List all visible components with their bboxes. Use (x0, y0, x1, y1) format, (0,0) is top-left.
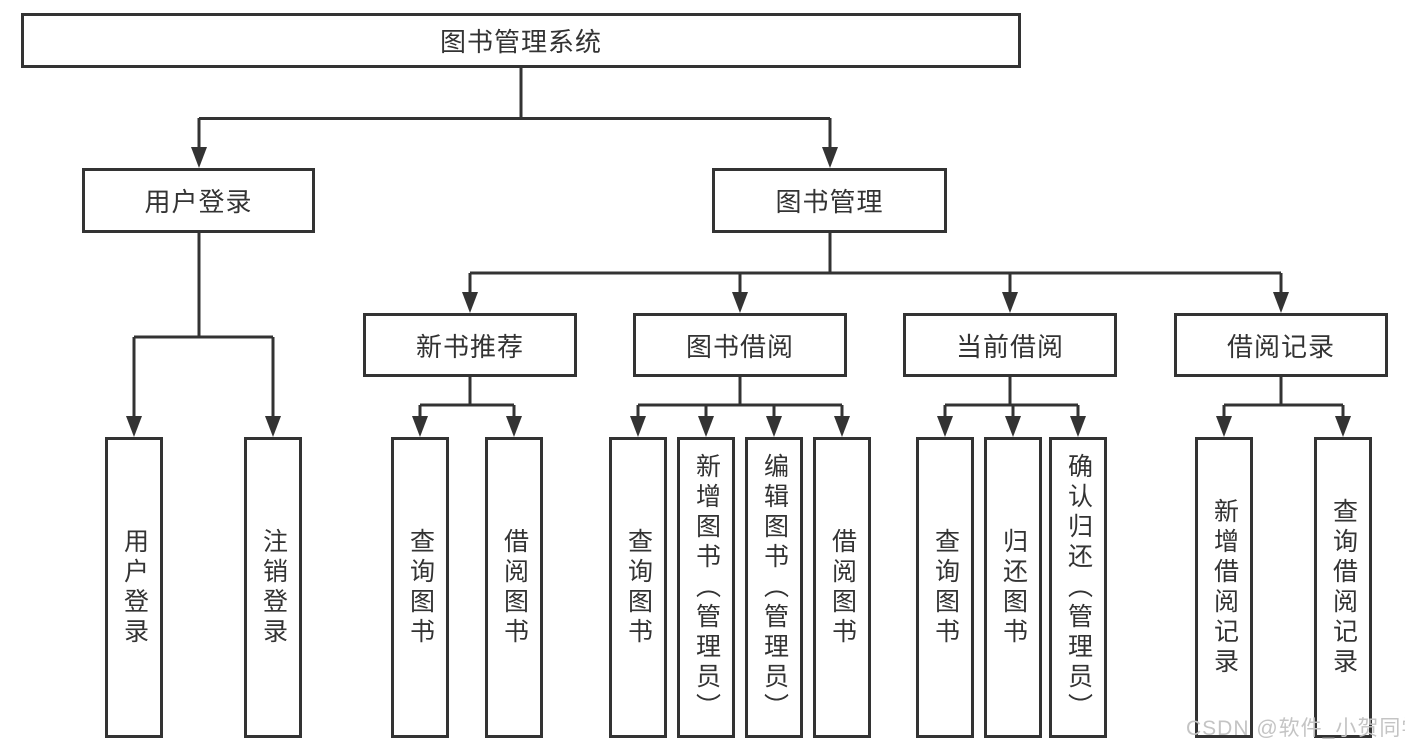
node-new-book-recommend: 新书推荐 (363, 313, 577, 377)
node-book-borrowing: 图书借阅 (633, 313, 847, 377)
node-borrow-records: 借阅记录 (1174, 313, 1388, 377)
leaf-current-confirm-return-admin: 确认归还（管理员） (1049, 437, 1107, 738)
leaf-recommend-query-books: 查询图书 (391, 437, 449, 738)
node-user-login: 用户登录 (82, 168, 315, 233)
leaf-recommend-query-books-label: 查询图书 (406, 527, 435, 648)
leaf-recommend-borrow-books-label: 借阅图书 (500, 527, 529, 648)
node-book-borrowing-label: 图书借阅 (685, 331, 794, 362)
leaf-user-login: 用户登录 (105, 437, 163, 738)
node-borrow-records-label: 借阅记录 (1226, 331, 1335, 362)
leaf-current-query-books: 查询图书 (916, 437, 974, 738)
leaf-borrowing-edit-books-admin: 编辑图书（管理员） (745, 437, 803, 738)
leaf-records-add-borrow-record: 新增借阅记录 (1195, 437, 1253, 738)
leaf-borrowing-borrow-books: 借阅图书 (813, 437, 871, 738)
leaf-borrowing-edit-books-admin-label: 编辑图书（管理员） (760, 452, 789, 723)
leaf-borrowing-borrow-books-label: 借阅图书 (828, 527, 857, 648)
node-current-borrowing: 当前借阅 (903, 313, 1117, 377)
leaf-borrowing-add-books-admin: 新增图书（管理员） (677, 437, 735, 738)
leaf-user-login-label: 用户登录 (120, 527, 149, 648)
leaf-borrowing-query-books: 查询图书 (609, 437, 667, 738)
node-root-label: 图书管理系统 (439, 27, 602, 57)
leaf-current-confirm-return-admin-label: 确认归还（管理员） (1064, 452, 1093, 723)
leaf-records-query-borrow-record-label: 查询借阅记录 (1329, 497, 1358, 678)
leaf-records-add-borrow-record-label: 新增借阅记录 (1210, 497, 1239, 678)
leaf-logout: 注销登录 (244, 437, 302, 738)
leaf-logout-label: 注销登录 (259, 527, 288, 648)
leaf-recommend-borrow-books: 借阅图书 (485, 437, 543, 738)
node-root-system: 图书管理系统 (21, 13, 1021, 68)
node-book-management-label: 图书管理 (775, 187, 884, 217)
node-book-management: 图书管理 (712, 168, 947, 233)
node-new-book-recommend-label: 新书推荐 (415, 331, 524, 362)
leaf-borrowing-query-books-label: 查询图书 (624, 527, 653, 648)
leaf-current-return-books-label: 归还图书 (999, 527, 1028, 648)
leaf-borrowing-add-books-admin-label: 新增图书（管理员） (692, 452, 721, 723)
node-current-borrowing-label: 当前借阅 (955, 331, 1064, 362)
leaf-records-query-borrow-record: 查询借阅记录 (1314, 437, 1372, 738)
leaf-current-return-books: 归还图书 (984, 437, 1042, 738)
leaf-current-query-books-label: 查询图书 (931, 527, 960, 648)
node-user-login-label: 用户登录 (144, 187, 253, 217)
watermark-text: CSDN @软件_小贺同学 (1186, 717, 1405, 740)
